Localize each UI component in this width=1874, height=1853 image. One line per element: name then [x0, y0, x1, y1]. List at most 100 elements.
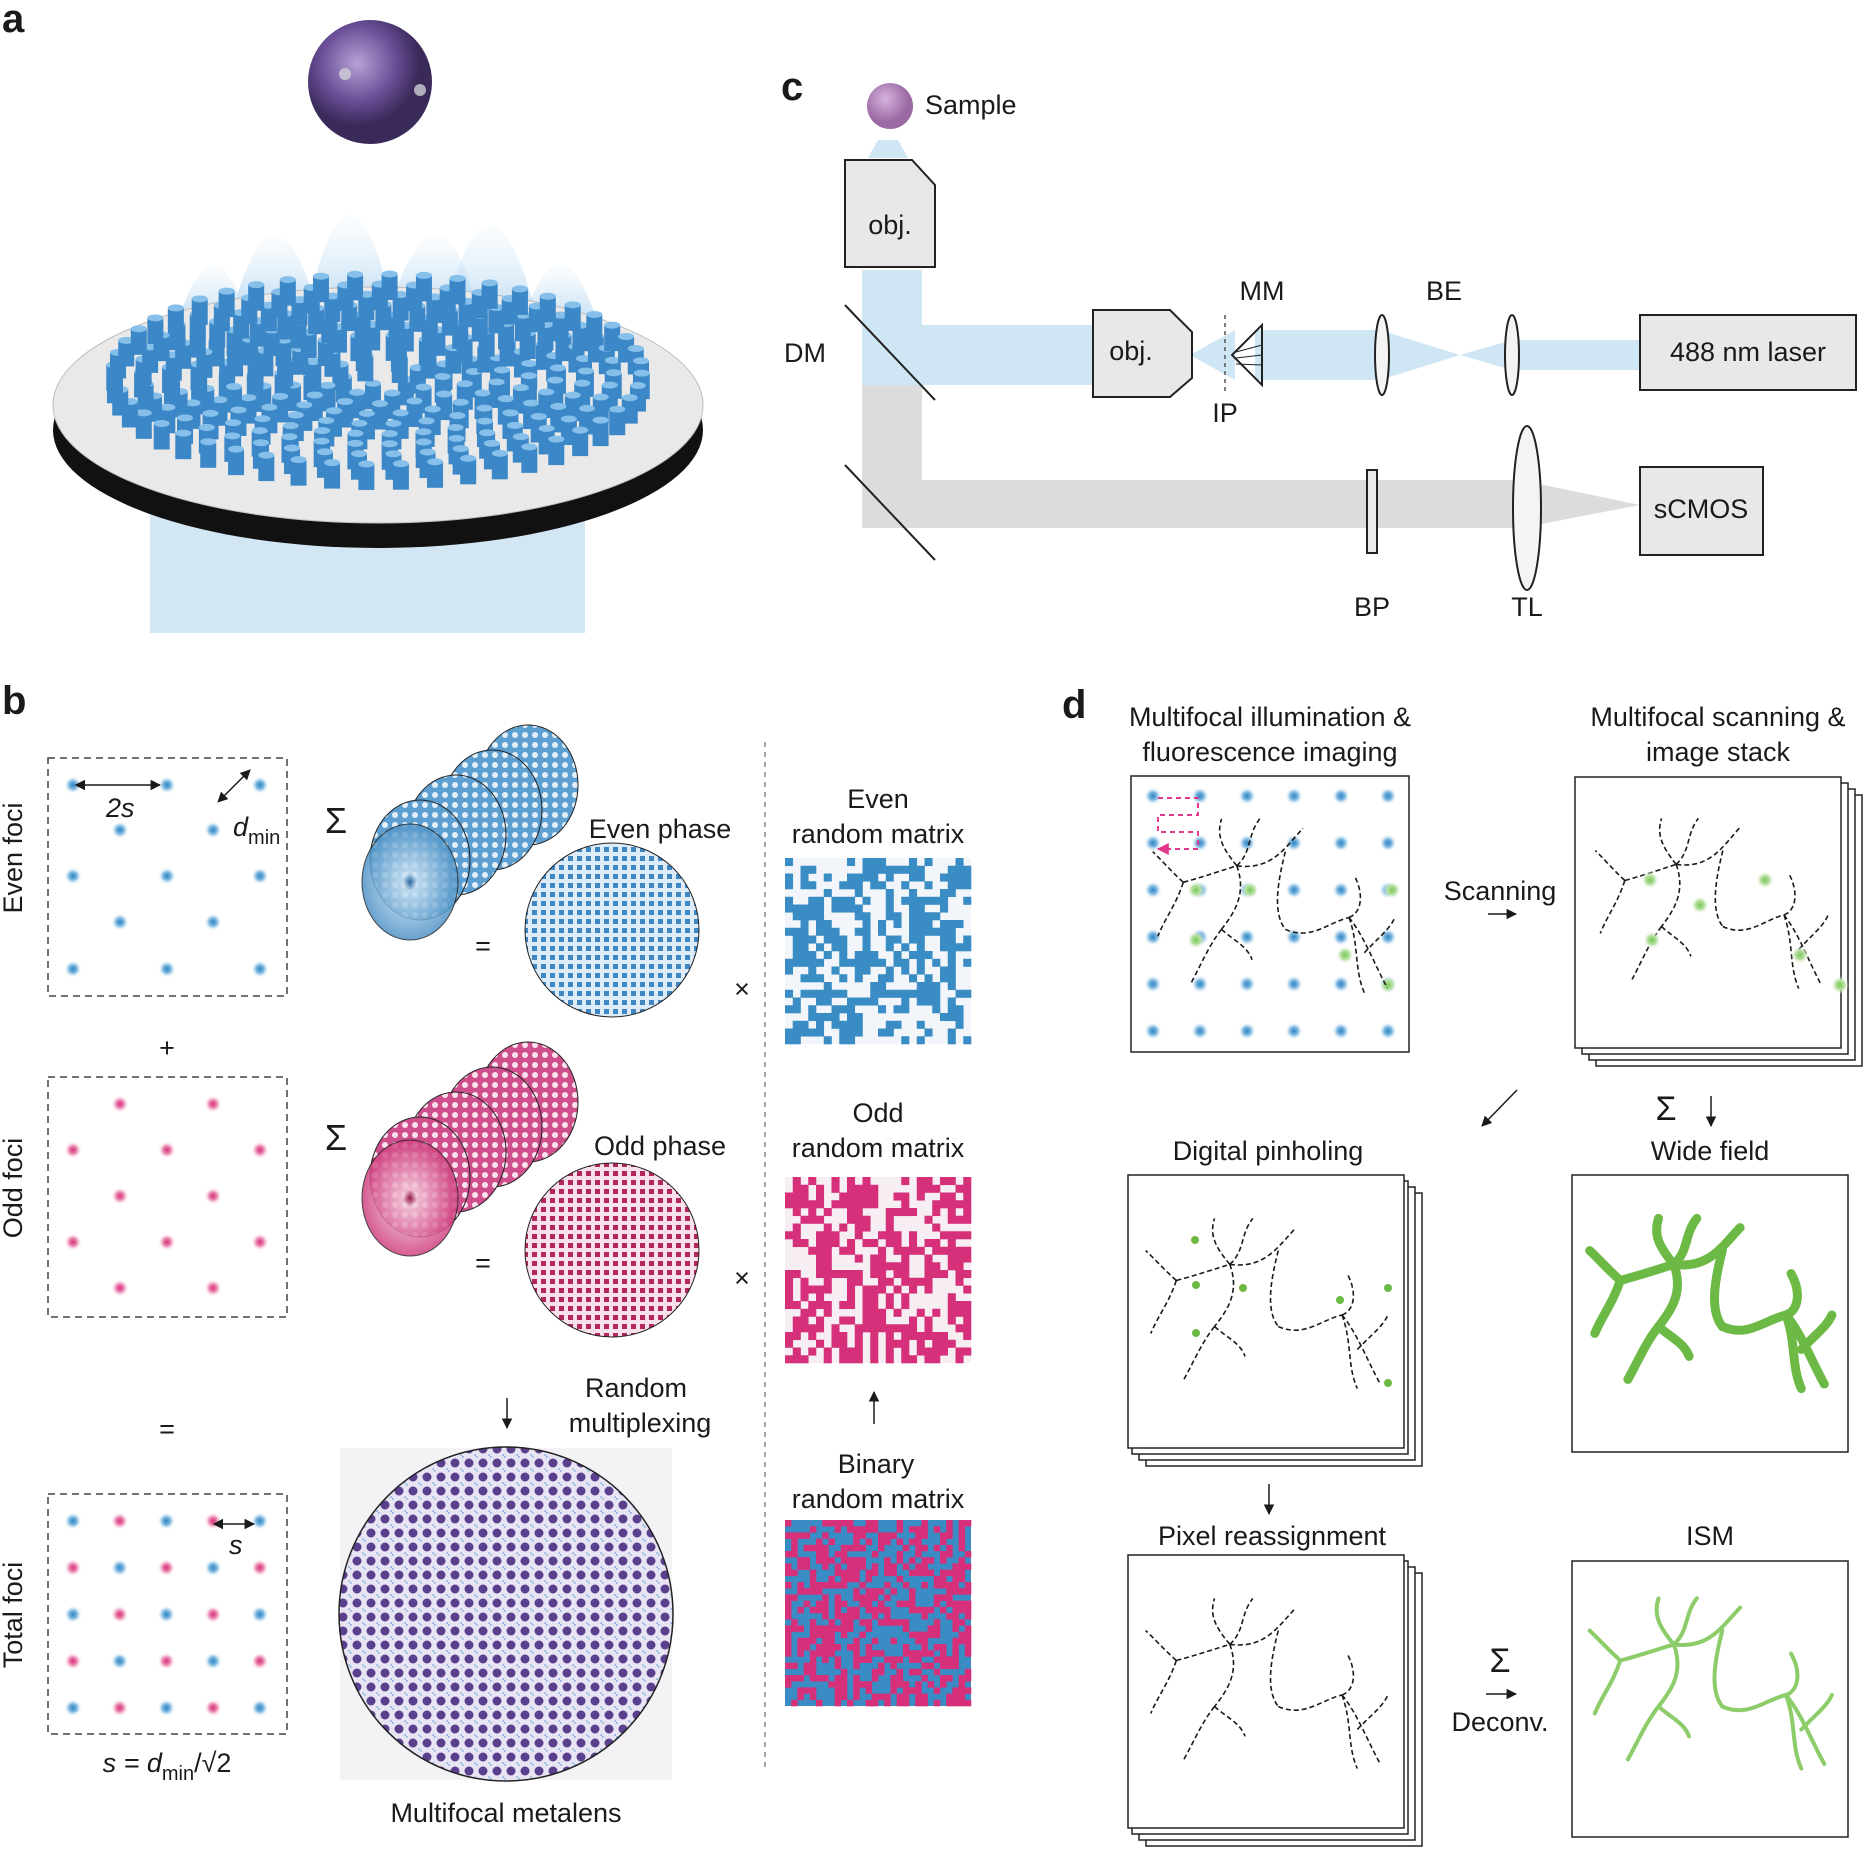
matrix-cell	[853, 1656, 860, 1663]
matrix-cell	[896, 1520, 904, 1527]
matrix-cell	[885, 989, 894, 998]
matrix-cell	[803, 1557, 811, 1564]
nanopillar-top	[350, 450, 367, 458]
image-stack	[1574, 776, 1842, 1049]
matrix-cell	[870, 1270, 879, 1279]
matrix-cell	[924, 881, 933, 890]
nanopillar	[392, 463, 409, 490]
matrix-cell	[901, 1200, 910, 1209]
matrix-cell	[878, 1650, 885, 1657]
nanopillar	[409, 305, 426, 332]
matrix-cell	[847, 1293, 856, 1302]
matrix-cell	[963, 935, 972, 944]
matrix-cell	[958, 1538, 966, 1546]
neuron-branch	[1213, 1325, 1246, 1357]
matrix-cell	[885, 1301, 894, 1310]
nanopillar	[167, 307, 184, 334]
panel-label-b: b	[2, 679, 26, 723]
matrix-cell	[958, 1532, 966, 1539]
matrix-cell	[840, 1544, 848, 1552]
matrix-cell	[940, 1013, 949, 1022]
neuron-branch	[1625, 1704, 1661, 1762]
matrix-cell	[878, 1324, 887, 1333]
nanopillar-top	[574, 379, 591, 387]
matrix-cell	[809, 1656, 817, 1663]
matrix-cell	[816, 1254, 825, 1263]
matrix-cell	[947, 1028, 956, 1037]
matrix-cell	[847, 1520, 854, 1527]
nanopillar-top	[306, 391, 323, 399]
matrix-cell	[963, 1324, 972, 1333]
nanopillar-top	[427, 458, 444, 466]
matrix-cell	[862, 912, 871, 921]
matrix-cell	[964, 1600, 972, 1608]
matrix-cell	[854, 1223, 863, 1232]
nanopillar-top	[539, 292, 556, 300]
nanopillar-top	[564, 301, 581, 309]
matrix-cell	[947, 1262, 956, 1271]
matrix-cell	[921, 1631, 928, 1639]
nanopillar	[514, 315, 531, 342]
matrix-cell	[792, 1020, 801, 1029]
matrix-cell	[822, 1656, 829, 1663]
matrix-cell	[808, 881, 817, 890]
matrix-cell	[854, 1192, 863, 1201]
total-focus	[250, 1652, 269, 1671]
matrix-cell	[947, 943, 956, 952]
nanopillar-top	[296, 401, 313, 409]
matrix-cell	[785, 1036, 794, 1045]
matrix-cell	[946, 1656, 953, 1663]
matrix-cell	[924, 912, 933, 921]
matrix-cell	[785, 1301, 794, 1310]
even-phase-label: Even phase	[589, 814, 732, 844]
matrix-cell	[792, 912, 801, 921]
matrix-cell	[797, 1563, 804, 1570]
matrix-cell	[792, 935, 801, 944]
nanopillar-top	[476, 417, 493, 425]
matrix-cell	[952, 1588, 959, 1595]
nanopillar-top	[282, 422, 299, 430]
matrix-cell	[916, 1177, 925, 1186]
matrix-cell	[854, 881, 863, 890]
matrix-cell	[924, 1184, 933, 1193]
matrix-cell	[896, 1699, 904, 1707]
matrix-cell	[839, 951, 848, 960]
matrix-cell	[823, 1270, 832, 1279]
matrix-cell	[963, 1254, 972, 1263]
matrix-cell	[854, 927, 863, 936]
matrix-cell	[871, 1594, 879, 1601]
neuron-branch	[1623, 1322, 1663, 1384]
matrix-cell	[947, 997, 956, 1006]
matrix-cell	[785, 873, 794, 882]
matrix-cell	[952, 1582, 959, 1589]
matrix-cell	[865, 1600, 873, 1608]
matrix-cell	[916, 1036, 925, 1045]
matrix-cell	[870, 1301, 879, 1310]
matrix-cell	[854, 904, 863, 913]
times-odd: ×	[734, 1263, 750, 1293]
matrix-cell	[847, 1544, 854, 1552]
matrix-cell	[940, 1551, 947, 1558]
tube-lens	[1512, 425, 1542, 591]
matrix-cell	[947, 1231, 956, 1240]
matrix-cell	[947, 865, 956, 874]
neuron-branch	[1213, 1264, 1235, 1327]
matrix-cell	[963, 1347, 972, 1356]
matrix-cell	[915, 1526, 922, 1533]
matrix-cell	[916, 865, 925, 874]
matrix-cell	[808, 865, 817, 874]
matrix-cell	[839, 1355, 848, 1364]
nanopillar-top	[305, 357, 322, 365]
nanopillar	[458, 301, 475, 328]
pinhole-spot	[1336, 1296, 1344, 1304]
neuron-dashed-1	[1152, 818, 1396, 994]
matrix-cell	[890, 1569, 897, 1577]
digital-pinholing-label: Digital pinholing	[1173, 1136, 1364, 1166]
matrix-cell	[932, 896, 941, 905]
nanopillar-top	[629, 382, 646, 390]
matrix-cell	[947, 1301, 956, 1310]
fluorescent-spot	[1831, 976, 1849, 994]
neuron-branch	[1229, 1607, 1297, 1646]
matrix-cell	[822, 1606, 829, 1614]
illumination-focus	[1144, 881, 1162, 899]
